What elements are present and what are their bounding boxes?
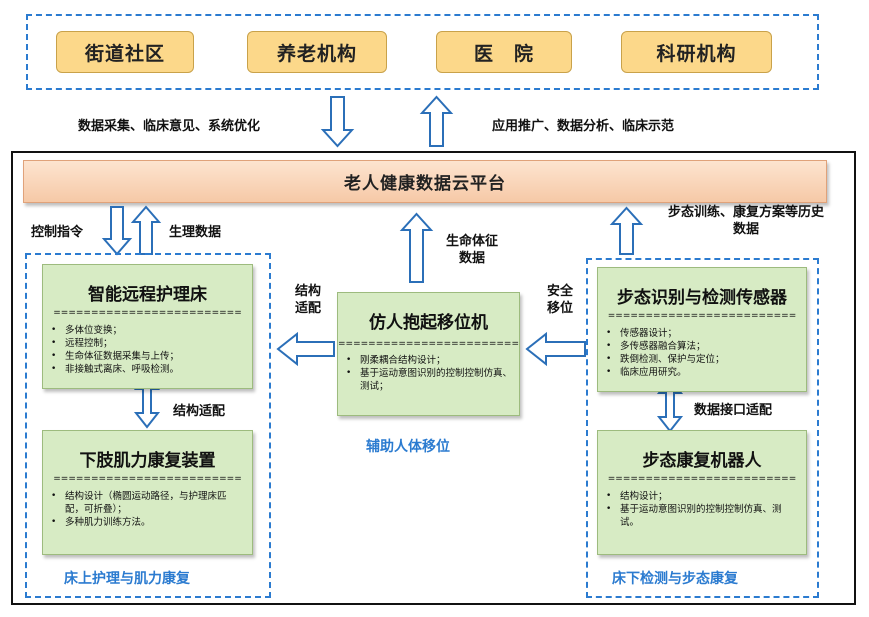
box-smart-bed-separator: =========================: [53, 308, 242, 318]
group-label-right: 床下检测与步态康复: [612, 571, 738, 587]
box-gait-sensor: 步态识别与检测传感器 ========================= 传感器…: [597, 267, 807, 392]
box-limb-device: 下肢肌力康复装置 ========================= 结构设计（…: [42, 430, 253, 555]
box-smart-bed-title: 智能远程护理床: [88, 285, 207, 305]
list-item: 结构设计；: [598, 490, 798, 503]
label-physio: 生理数据: [169, 225, 222, 240]
label-safe-move: 安全 移位: [546, 284, 573, 316]
box-limb-device-list: 结构设计（椭圆运动路径，与护理床匹配，可折叠）； 多种肌力训练方法。: [43, 490, 252, 529]
box-gait-sensor-list: 传感器设计； 多传感器融合算法； 跌倒检测、保护与定位； 临床应用研究。: [598, 327, 806, 379]
box-gait-robot: 步态康复机器人 ========================= 结构设计； …: [597, 430, 807, 555]
label-struct-adapt-2: 结构适配: [173, 404, 226, 419]
arrow-up-physio: [130, 205, 162, 255]
arrow-up-vital: [399, 212, 434, 283]
list-item: 远程控制；: [43, 337, 252, 350]
label-vital: 生命体征 数据: [445, 234, 498, 266]
institution-community: 街道社区: [56, 31, 194, 73]
box-gait-robot-separator: =========================: [607, 474, 797, 484]
institution-elderly-care: 养老机构: [247, 31, 387, 73]
list-item: 跌倒检测、保护与定位；: [598, 353, 806, 366]
group-label-left: 床上护理与肌力康复: [64, 571, 190, 587]
box-gait-robot-list: 结构设计； 基于运动意图识别的控制控制仿真、测试。: [598, 490, 806, 529]
list-item: 基于运动意图识别的控制控制仿真、测试。: [598, 503, 798, 529]
institution-research: 科研机构: [621, 31, 772, 73]
arrow-down-control: [101, 206, 133, 256]
label-control: 控制指令: [31, 225, 84, 240]
list-item: 结构设计（椭圆运动路径，与护理床匹配，可折叠）；: [43, 490, 244, 516]
list-item: 传感器设计；: [598, 327, 806, 340]
group-left-frame: [25, 253, 271, 598]
institutions-frame: [26, 14, 819, 90]
label-application: 应用推广、数据分析、临床示范: [492, 119, 675, 134]
box-smart-bed: 智能远程护理床 ========================= 多体位变换；…: [42, 264, 253, 389]
arrow-up-gait: [609, 206, 644, 255]
box-gait-robot-title: 步态康复机器人: [642, 451, 762, 471]
box-transfer-machine-list: 刚柔耦合结构设计； 基于运动意图识别的控制控制仿真、测试；: [338, 354, 519, 393]
list-item: 多传感器融合算法；: [598, 340, 806, 353]
list-item: 非接触式离床、呼吸检测。: [43, 363, 252, 376]
main-frame: [11, 151, 856, 605]
list-item: 临床应用研究。: [598, 366, 806, 379]
box-transfer-machine-title: 仿人抱起移位机: [369, 313, 488, 333]
box-gait-sensor-title: 步态识别与检测传感器: [617, 288, 787, 308]
box-transfer-machine-separator: =========================: [338, 339, 519, 349]
list-item: 基于运动意图识别的控制控制仿真、测试；: [338, 367, 513, 393]
platform-bar: 老人健康数据云平台: [23, 160, 827, 203]
box-transfer-machine: 仿人抱起移位机 ========================= 刚柔耦合结构…: [337, 292, 520, 416]
group-right-frame: [586, 258, 819, 598]
arrow-left-safe: [525, 331, 586, 367]
label-data-collection: 数据采集、临床意见、系统优化: [78, 119, 261, 134]
list-item: 多种肌力训练方法。: [43, 516, 244, 529]
label-gait-history: 步态训练、康复方案等历史 数据: [667, 205, 824, 237]
institution-hospital: 医 院: [436, 31, 572, 73]
arrow-down-to-platform: [320, 96, 355, 148]
arrow-up-to-institutions: [419, 95, 454, 147]
label-data-interface: 数据接口适配: [694, 403, 773, 418]
list-item: 多体位变换；: [43, 324, 252, 337]
label-struct-adapt: 结构 适配: [294, 284, 321, 316]
group-label-center: 辅助人体移位: [366, 439, 450, 455]
box-limb-device-title: 下肢肌力康复装置: [79, 451, 216, 471]
box-gait-sensor-separator: =========================: [607, 311, 797, 321]
list-item: 刚柔耦合结构设计；: [338, 354, 513, 367]
box-smart-bed-list: 多体位变换； 远程控制； 生命体征数据采集与上传； 非接触式离床、呼吸检测。: [43, 324, 252, 376]
box-limb-device-separator: =========================: [53, 474, 242, 484]
list-item: 生命体征数据采集与上传；: [43, 350, 252, 363]
arrow-left-struct: [276, 331, 335, 367]
